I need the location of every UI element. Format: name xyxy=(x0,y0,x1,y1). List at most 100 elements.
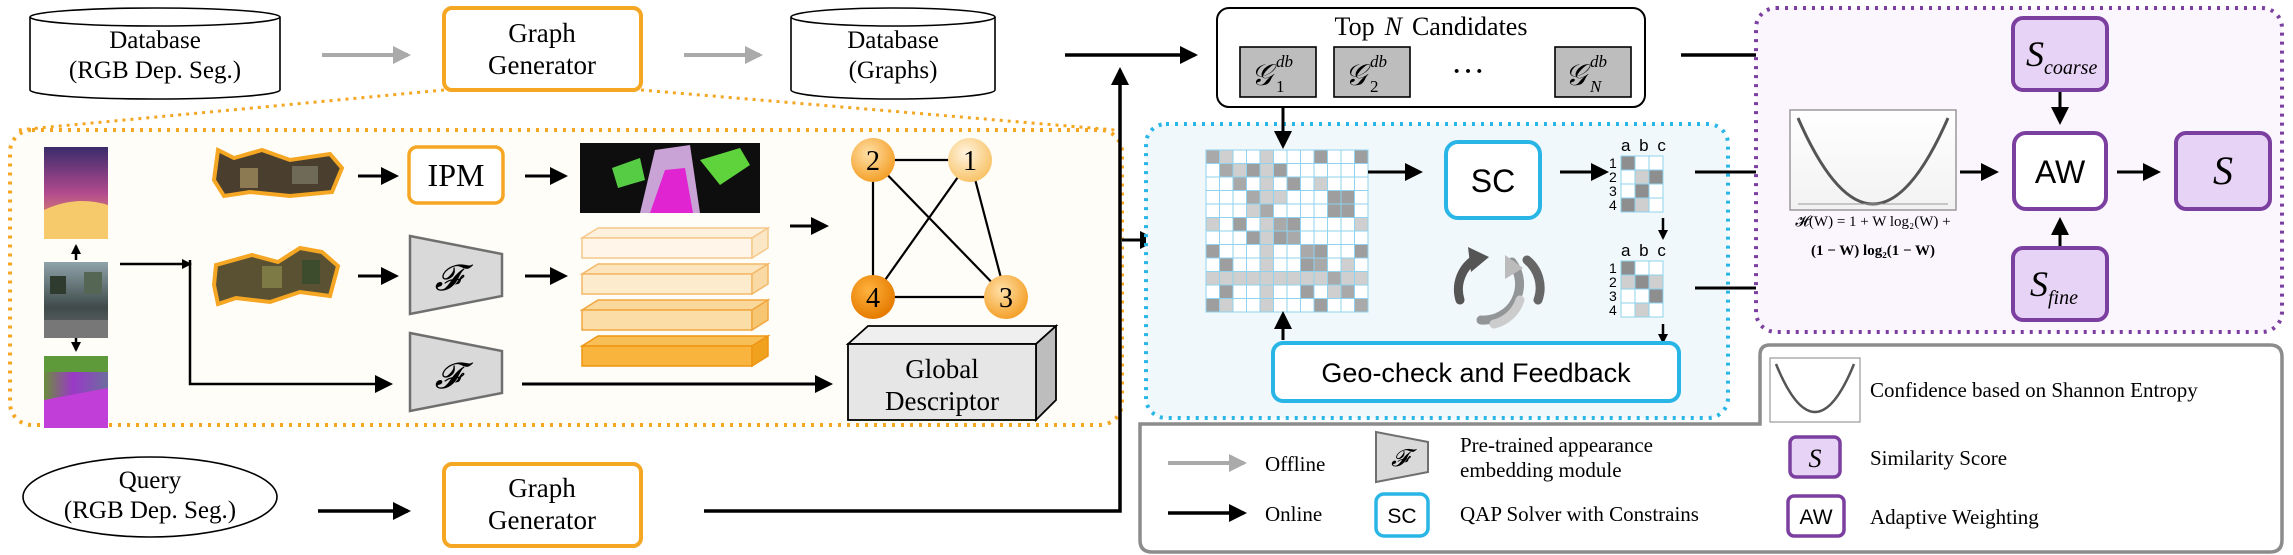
svg-text:4: 4 xyxy=(1609,197,1617,213)
encoder-f-1: 𝓕 xyxy=(408,234,504,316)
graph-node-3 xyxy=(984,275,1028,319)
matrix-cell xyxy=(1340,271,1355,286)
matrix-cell xyxy=(1300,149,1315,164)
candidate-graph-n: 𝒢 db N xyxy=(1554,46,1632,98)
query-ellipse: Query (RGB Dep. Seg.) xyxy=(22,456,278,538)
matrix-cell xyxy=(1620,288,1636,304)
matrix-cell xyxy=(1232,230,1247,245)
matrix-cell xyxy=(1219,149,1234,164)
matrix-cell xyxy=(1286,298,1301,313)
matrix-cell xyxy=(1232,163,1247,178)
matrix-cell xyxy=(1273,298,1288,313)
matrix-cell xyxy=(1313,176,1328,191)
matrix-cell xyxy=(1219,230,1234,245)
svg-text:3: 3 xyxy=(999,283,1013,314)
global-descriptor-line1: Global xyxy=(905,354,979,384)
matrix-cell xyxy=(1219,203,1234,218)
arrow-to-global-branch xyxy=(188,260,393,393)
aw-box: AW xyxy=(2012,131,2108,211)
svg-text:2: 2 xyxy=(1609,274,1617,290)
matrix-cell xyxy=(1634,288,1650,304)
sc-box: SC xyxy=(1444,140,1542,220)
database-graphs-cylinder: Database (Graphs) xyxy=(790,7,996,100)
matrix-cell xyxy=(1205,244,1220,259)
matrix-cell xyxy=(1634,169,1650,185)
matrix-cell xyxy=(1354,176,1369,191)
matrix-cell xyxy=(1219,244,1234,259)
matrix-cell xyxy=(1259,257,1274,272)
matrix-cell xyxy=(1300,217,1315,232)
matrix-cell xyxy=(1219,217,1234,232)
query-title: Query xyxy=(119,467,182,494)
graph-generator-query-line2: Generator xyxy=(488,505,596,535)
matrix-cell xyxy=(1300,244,1315,259)
matrix-cell xyxy=(1634,260,1650,276)
entropy-formula-line1: 𝓗(W) = 1 + W log₂(W) + xyxy=(1795,214,1950,230)
matrix-cell xyxy=(1205,298,1220,313)
matrix-cell xyxy=(1273,271,1288,286)
legend-entropy-plot xyxy=(1769,357,1861,423)
legend-pretrained-line2: embedding module xyxy=(1460,458,1622,482)
legend-entropy-label: Confidence based on Shannon Entropy xyxy=(1870,378,2198,402)
masked-object-2 xyxy=(211,245,341,307)
encoder-f-2: 𝓕 xyxy=(408,331,504,413)
matrix-cell xyxy=(1205,203,1220,218)
legend-qap-label: QAP Solver with Constrains xyxy=(1460,502,1699,526)
matrix-cell xyxy=(1620,183,1636,199)
svg-text:2: 2 xyxy=(1370,77,1379,96)
graph-generator-top-line2: Generator xyxy=(488,50,596,80)
matrix-cell xyxy=(1259,217,1274,232)
matrix-cell xyxy=(1648,169,1664,185)
matrix-cell xyxy=(1354,230,1369,245)
svg-text:1: 1 xyxy=(1609,260,1617,276)
matrix-cell xyxy=(1219,176,1234,191)
matrix-cell xyxy=(1273,149,1288,164)
matrix-cell xyxy=(1286,284,1301,299)
graph-node-1 xyxy=(948,138,992,182)
query-subtitle: (RGB Dep. Seg.) xyxy=(64,497,236,524)
assignment-matrix-1: a b c 1 2 3 4 xyxy=(1609,136,1666,213)
matrix-cell xyxy=(1300,257,1315,272)
matrix-cell xyxy=(1286,230,1301,245)
svg-text:db: db xyxy=(1276,52,1293,71)
svg-text:AW: AW xyxy=(1799,506,1832,529)
matrix-cell xyxy=(1232,271,1247,286)
scene-graph: 2 1 4 3 xyxy=(851,138,1028,319)
matrix-cell xyxy=(1620,302,1636,318)
matrix-cell xyxy=(1286,163,1301,178)
matrix-cell xyxy=(1232,176,1247,191)
matrix-cell xyxy=(1205,176,1220,191)
matrix-cell xyxy=(1620,274,1636,290)
matrix-cell xyxy=(1340,203,1355,218)
matrix-cell xyxy=(1259,284,1274,299)
matrix-cell xyxy=(1327,190,1342,205)
global-descriptor-box: Global Descriptor xyxy=(845,323,1059,423)
matrix-cell xyxy=(1273,257,1288,272)
matrix-cell xyxy=(1340,176,1355,191)
ipm-box: IPM xyxy=(407,145,505,205)
matrix-cell xyxy=(1273,244,1288,259)
matrix-cell xyxy=(1634,197,1650,213)
svg-text:2: 2 xyxy=(866,146,880,177)
matrix-cell xyxy=(1246,271,1261,286)
matrix-cell xyxy=(1232,217,1247,232)
legend-pretrained-line1: Pre-trained appearance xyxy=(1460,433,1653,457)
matrix-cell xyxy=(1219,190,1234,205)
svg-text:1: 1 xyxy=(963,146,977,177)
matrix-cell xyxy=(1354,149,1369,164)
matrix-cell xyxy=(1327,163,1342,178)
matrix-cell xyxy=(1232,257,1247,272)
matrix-cell xyxy=(1246,244,1261,259)
s-fine-label: Sfine xyxy=(2030,264,2078,309)
graph-generator-top-line1: Graph xyxy=(508,18,576,48)
matrix-cell xyxy=(1340,163,1355,178)
matrix-cell xyxy=(1327,149,1342,164)
matrix-cell xyxy=(1273,190,1288,205)
matrix-cell xyxy=(1327,230,1342,245)
s-final-label: S xyxy=(2213,148,2233,193)
matrix-cell xyxy=(1354,244,1369,259)
s-fine-box: Sfine xyxy=(2011,246,2109,322)
matrix-cell xyxy=(1354,257,1369,272)
matrix-cell xyxy=(1205,217,1220,232)
